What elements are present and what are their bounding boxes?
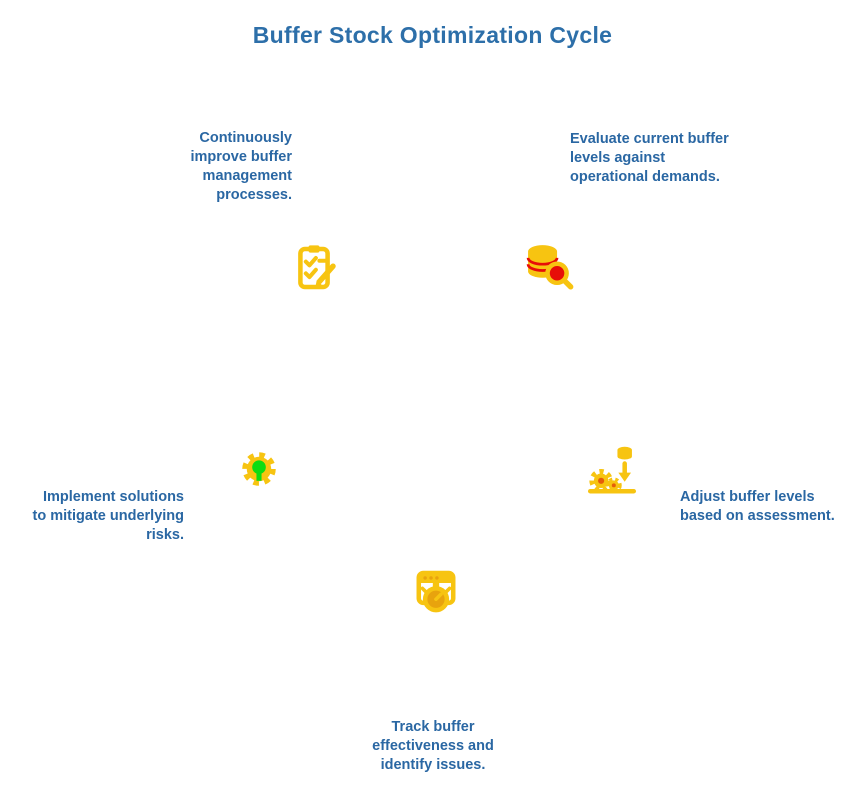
database-search-icon <box>519 237 577 295</box>
clipboard-check-icon <box>285 239 343 297</box>
label-evaluate: Evaluate current buffer levels against o… <box>570 131 729 185</box>
page-title: Buffer Stock Optimization Cycle <box>252 22 613 48</box>
gear-icon <box>230 440 288 498</box>
label-implement: Implement solutions to mitigate underlyi… <box>32 489 184 543</box>
stopwatch-window-icon <box>407 563 465 621</box>
label-adjust: Adjust buffer levels based on assessment… <box>680 489 835 524</box>
label-track: Track buffer effectiveness and identify … <box>372 719 494 773</box>
adjust-levels-icon <box>583 440 641 498</box>
label-improve: Continuously improve buffer management p… <box>190 130 292 203</box>
